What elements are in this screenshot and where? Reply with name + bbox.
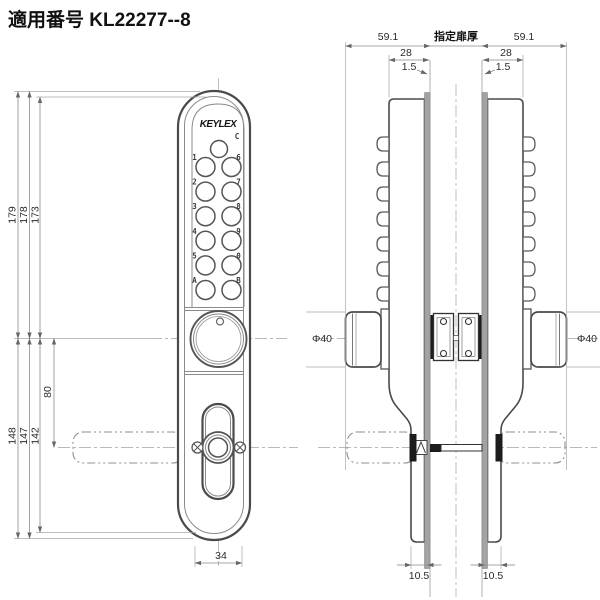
keypad-button-clear[interactable] xyxy=(209,139,229,159)
dim-height-outer: 179 xyxy=(7,206,19,224)
side-dimensions: 59.1 指定扉厚 59.1 28 28 1.5 1.5 Φ40 Φ40 xyxy=(306,29,600,582)
keypad-button-2[interactable] xyxy=(195,181,216,202)
dim-bottom-width: 34 xyxy=(215,550,227,562)
key-label: B xyxy=(236,276,241,285)
key-label: 8 xyxy=(236,202,241,211)
side-knob-right xyxy=(522,308,568,370)
dim-plate-right: 1.5 xyxy=(496,61,511,73)
dim-height-inner: 173 xyxy=(30,206,42,224)
front-knob-ring xyxy=(193,313,244,365)
key-label: 9 xyxy=(236,227,241,236)
front-screw-right xyxy=(233,441,247,454)
dim-foot-left: 10.5 xyxy=(409,570,430,582)
dim-body-depth-left: 28 xyxy=(400,47,412,59)
key-label: 3 xyxy=(192,202,197,211)
dim-foot-right: 10.5 xyxy=(483,570,504,582)
key-label: 1 xyxy=(192,153,197,162)
dim-knob-dia-left: Φ40 xyxy=(312,333,332,345)
keypad-button-6[interactable] xyxy=(221,156,242,178)
side-knob-left xyxy=(344,308,390,370)
keypad-button-8[interactable] xyxy=(221,205,242,227)
front-keypad-outline xyxy=(191,103,245,307)
side-body-right xyxy=(486,98,524,543)
dim-knob-to-handle: 80 xyxy=(42,386,54,398)
brand-logo: KEYLEX xyxy=(200,119,238,130)
keypad-button-4[interactable] xyxy=(195,230,216,252)
keypad-button-0[interactable] xyxy=(221,255,242,276)
key-label: 0 xyxy=(236,251,241,260)
key-label: 5 xyxy=(192,251,197,260)
side-buttons-right xyxy=(522,136,536,302)
side-buttons-left xyxy=(376,136,390,302)
front-knob-indicator xyxy=(215,317,225,326)
dim-body-depth-right: 28 xyxy=(500,47,512,59)
keypad-button-9[interactable] xyxy=(221,230,242,252)
front-screw-left xyxy=(191,441,204,454)
front-body-inner xyxy=(184,96,244,534)
key-label: 6 xyxy=(236,153,241,162)
dim-lower-outer: 148 xyxy=(7,427,19,445)
front-knob-ring xyxy=(195,316,242,362)
keypad-button-B[interactable] xyxy=(221,279,242,301)
page-title: 適用番号 KL22277--8 xyxy=(8,10,191,31)
through-door-clamp xyxy=(430,312,482,362)
dim-plate-left: 1.5 xyxy=(402,61,417,73)
dim-lower-mid: 147 xyxy=(18,427,30,445)
dim-projection-left: 59.1 xyxy=(378,31,399,43)
keypad-button-3[interactable] xyxy=(195,205,216,227)
key-label: 7 xyxy=(236,178,241,187)
front-keyway xyxy=(207,437,229,458)
keypad-button-1[interactable] xyxy=(195,156,216,178)
key-label: 4 xyxy=(192,227,197,236)
side-view xyxy=(316,60,598,597)
lever-spindle xyxy=(409,434,503,462)
side-body-left xyxy=(388,98,426,543)
front-cylinder[interactable] xyxy=(201,431,235,464)
dim-height-mid: 178 xyxy=(18,206,30,224)
key-label-clear: C xyxy=(235,132,240,141)
front-cylinder-ring xyxy=(205,434,231,461)
front-view: KEYLEX C 1 6 2 7 3 8 4 9 5 0 A xyxy=(58,78,298,566)
front-knob-outer[interactable] xyxy=(189,310,248,368)
dim-knob-dia-right: Φ40 xyxy=(577,333,597,345)
dim-projection-right: 59.1 xyxy=(514,31,535,43)
key-label: A xyxy=(192,276,197,285)
dim-lower-inner: 142 xyxy=(30,427,42,445)
keypad-button-5[interactable] xyxy=(195,255,216,276)
key-label: 2 xyxy=(192,178,197,187)
side-gasket-right xyxy=(481,92,488,569)
side-gasket-left xyxy=(424,92,431,569)
keypad-button-7[interactable] xyxy=(221,181,242,202)
keypad-button-A[interactable] xyxy=(195,279,216,301)
front-dimensions: 179 178 173 148 147 142 80 34 xyxy=(7,91,243,567)
dim-door-thickness: 指定扉厚 xyxy=(434,29,478,43)
